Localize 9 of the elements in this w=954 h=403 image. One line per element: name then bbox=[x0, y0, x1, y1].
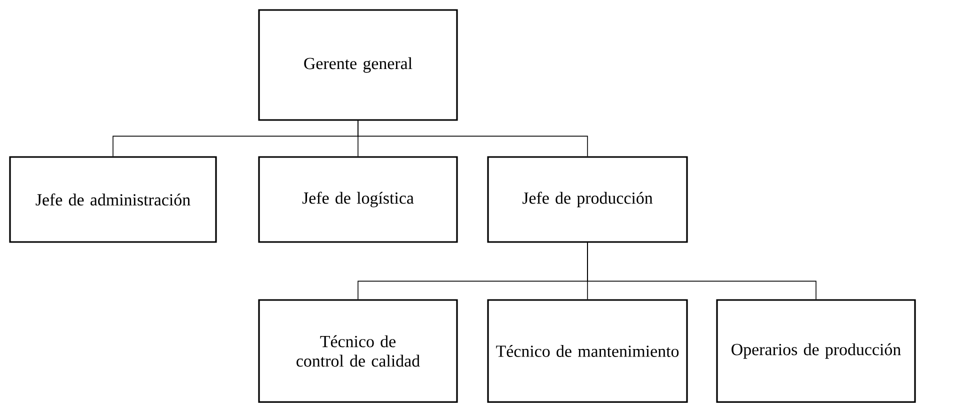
org-box: Técnico de control de calidad bbox=[258, 299, 458, 403]
org-box: Jefe de logística bbox=[258, 156, 458, 243]
org-box: Operarios de producción bbox=[716, 299, 916, 403]
org-box: Técnico de mantenimiento bbox=[487, 299, 688, 403]
org-box: Jefe de administración bbox=[9, 156, 217, 243]
connector-line bbox=[587, 242, 816, 300]
org-box: Jefe de producción bbox=[487, 156, 688, 243]
connector-line bbox=[358, 120, 588, 157]
org-box: Gerente general bbox=[258, 9, 458, 121]
